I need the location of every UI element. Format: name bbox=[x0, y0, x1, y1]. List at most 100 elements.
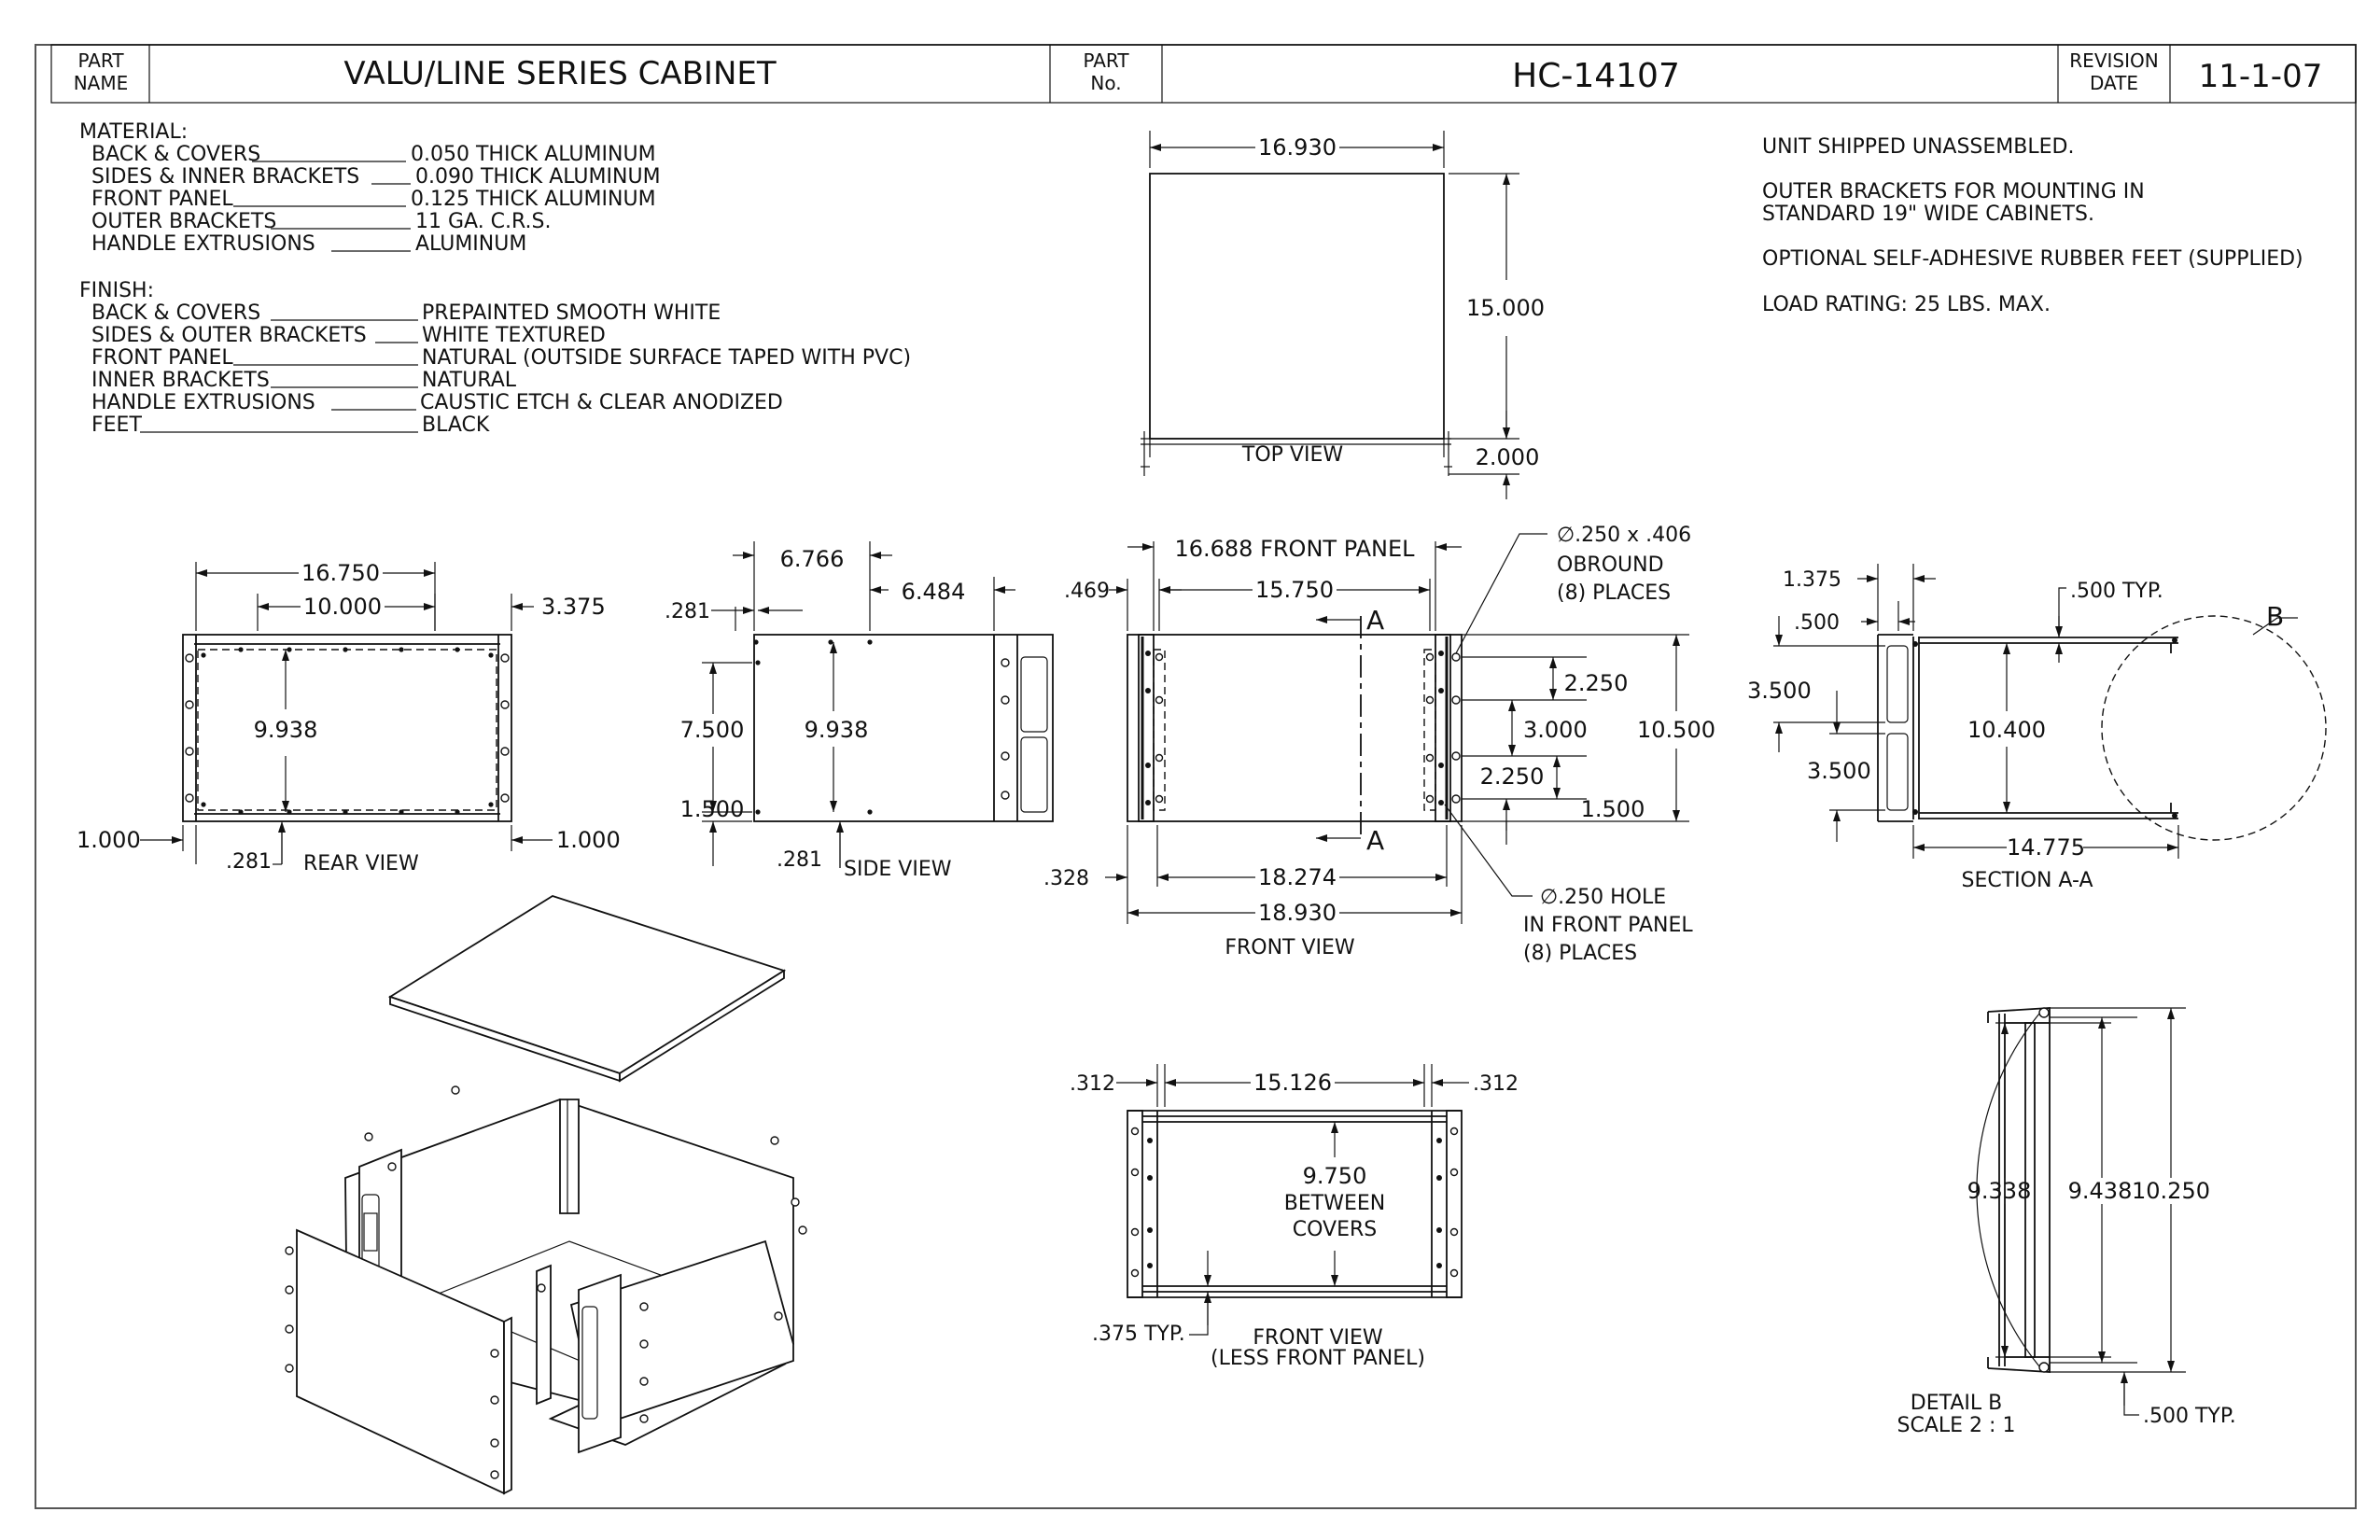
dim-less-left: .312 bbox=[1070, 1072, 1115, 1096]
inner-bracket-left bbox=[536, 1264, 552, 1406]
dim-rear-left-edge: 1.000 bbox=[77, 827, 141, 853]
dim-section-top-350: 3.500 bbox=[1747, 678, 1812, 704]
revision-label-2: DATE bbox=[2090, 72, 2138, 94]
finish-item: INNER BRACKETS bbox=[91, 369, 270, 392]
dim-side-d1: 6.766 bbox=[780, 546, 845, 572]
dim-top-width: 16.930 bbox=[1258, 134, 1337, 161]
dim-detail-10250: 10.250 bbox=[2132, 1178, 2210, 1204]
exploded-isometric-view bbox=[285, 895, 807, 1495]
dim-side-inset: .281 bbox=[777, 848, 822, 872]
part-name: VALU/LINE SERIES CABINET bbox=[343, 55, 776, 92]
section-mark-top: A bbox=[1366, 605, 1384, 636]
dim-side-d2: 6.484 bbox=[902, 579, 966, 605]
note-line: OUTER BRACKETS FOR MOUNTING IN bbox=[1762, 180, 2145, 203]
inner-bracket-right bbox=[578, 1273, 622, 1454]
material-item: FRONT PANEL bbox=[91, 188, 233, 211]
note-line: LOAD RATING: 25 LBS. MAX. bbox=[1762, 293, 2051, 316]
finish-item: SIDES & OUTER BRACKETS bbox=[91, 324, 367, 347]
dim-rear-overall: 16.750 bbox=[301, 560, 380, 586]
revision-date: 11-1-07 bbox=[2199, 58, 2323, 95]
dim-less-span: 15.126 bbox=[1253, 1070, 1332, 1096]
note-obround-2: OBROUND bbox=[1557, 553, 1664, 577]
finish-heading: FINISH: bbox=[79, 279, 154, 302]
detail-b-label-2: SCALE 2 : 1 bbox=[1897, 1414, 2016, 1437]
dim-detail-9438: 9.438 bbox=[2068, 1178, 2133, 1204]
dim-front-overall: 18.930 bbox=[1258, 900, 1337, 926]
detail-b-label-1: DETAIL B bbox=[1911, 1392, 2002, 1415]
note-hole-1: ∅.250 HOLE bbox=[1540, 886, 1666, 909]
dim-section-1375: 1.375 bbox=[1783, 568, 1841, 592]
part-no-label-2: No. bbox=[1090, 72, 1121, 94]
note-line: UNIT SHIPPED UNASSEMBLED. bbox=[1762, 135, 2074, 159]
dim-front-left-off: .469 bbox=[1064, 580, 1110, 603]
dim-section-500: .500 bbox=[1794, 611, 1840, 635]
material-value: 0.050 THICK ALUMINUM bbox=[411, 143, 656, 166]
finish-item: FRONT PANEL bbox=[91, 346, 233, 370]
part-name-label-2: NAME bbox=[74, 72, 129, 94]
dim-less-between-3: COVERS bbox=[1293, 1218, 1378, 1241]
dim-section-height: 10.400 bbox=[1967, 717, 2046, 743]
material-value: 11 GA. C.R.S. bbox=[415, 210, 552, 233]
note-hole-2: IN FRONT PANEL bbox=[1523, 914, 1693, 937]
material-value: 0.090 THICK ALUMINUM bbox=[415, 165, 661, 189]
finish-value: NATURAL bbox=[422, 369, 517, 392]
finish-value: WHITE TEXTURED bbox=[422, 324, 606, 347]
dim-side-h2: 9.938 bbox=[805, 717, 869, 743]
dim-front-height: 10.500 bbox=[1637, 717, 1715, 743]
finish-item: FEET bbox=[91, 413, 142, 437]
side-view-label: SIDE VIEW bbox=[844, 858, 952, 881]
dim-front-holes: 15.750 bbox=[1255, 577, 1334, 603]
front-view-label: FRONT VIEW bbox=[1225, 936, 1355, 959]
dim-less-between-2: BETWEEN bbox=[1284, 1192, 1385, 1215]
part-number: HC-14107 bbox=[1512, 57, 1680, 95]
note-hole-3: (8) PLACES bbox=[1523, 942, 1637, 965]
finish-item: BACK & COVERS bbox=[91, 301, 260, 325]
front-view: A A 16.688 FRONT PANEL 15.750 .469 ∅.250… bbox=[1043, 524, 1715, 965]
dim-less-typ: .375 TYP. bbox=[1092, 1323, 1185, 1346]
material-heading: MATERIAL: bbox=[79, 120, 188, 144]
dim-rear-right-edge: 1.000 bbox=[556, 827, 621, 853]
finish-value: CAUSTIC ETCH & CLEAR ANODIZED bbox=[420, 391, 783, 414]
note-obround-3: (8) PLACES bbox=[1557, 581, 1671, 605]
notes: UNIT SHIPPED UNASSEMBLED. OUTER BRACKETS… bbox=[1762, 135, 2303, 316]
rear-view-label: REAR VIEW bbox=[303, 852, 419, 875]
dim-top-handle: 2.000 bbox=[1476, 444, 1540, 470]
note-line: OPTIONAL SELF-ADHESIVE RUBBER FEET (SUPP… bbox=[1762, 247, 2303, 271]
dim-rear-height: 9.938 bbox=[254, 717, 318, 743]
note-line: STANDARD 19" WIDE CABINETS. bbox=[1762, 203, 2094, 226]
dim-front-2250b: 2.250 bbox=[1480, 763, 1545, 790]
dim-detail-typ: .500 TYP. bbox=[2143, 1405, 2236, 1428]
dim-side-bottom: 1.500 bbox=[680, 796, 745, 822]
top-cover bbox=[387, 895, 787, 1074]
part-name-label: PART bbox=[77, 49, 124, 72]
finish-item: HANDLE EXTRUSIONS bbox=[91, 391, 315, 414]
section-mark-bottom: A bbox=[1366, 825, 1384, 856]
dim-detail-9338: 9.338 bbox=[1967, 1178, 2032, 1204]
material-value: 0.125 THICK ALUMINUM bbox=[411, 188, 656, 211]
detail-b-view: 9.338 9.438 10.250 .500 TYP. DETAIL B SC… bbox=[1897, 1007, 2236, 1437]
dim-section-depth: 14.775 bbox=[2007, 834, 2085, 861]
material-item: BACK & COVERS bbox=[91, 143, 260, 166]
dim-less-between-1: 9.750 bbox=[1303, 1163, 1367, 1189]
title-block: PART NAME VALU/LINE SERIES CABINET PART … bbox=[50, 44, 2357, 104]
dim-side-h1: 7.500 bbox=[680, 717, 745, 743]
note-obround-1: ∅.250 x .406 bbox=[1557, 524, 1691, 547]
dim-rear-right: 3.375 bbox=[541, 594, 606, 620]
material-item: OUTER BRACKETS bbox=[91, 210, 276, 233]
dim-less-right: .312 bbox=[1473, 1072, 1519, 1096]
dim-front-2250a: 2.250 bbox=[1564, 670, 1629, 696]
less-view-label-2: (LESS FRONT PANEL) bbox=[1211, 1347, 1425, 1370]
top-view: 16.930 15.000 2.000 TOP VIEW bbox=[1141, 131, 1545, 499]
detail-b-callout: B bbox=[2266, 601, 2284, 632]
rear-view: 16.750 10.000 3.375 9.938 1.000 1.000 .2… bbox=[77, 560, 621, 875]
section-aa-label: SECTION A-A bbox=[1962, 869, 2093, 892]
dim-section-bot-350: 3.500 bbox=[1807, 758, 1871, 784]
dim-side-left: .281 bbox=[665, 600, 710, 623]
dim-front-panel: 16.688 FRONT PANEL bbox=[1174, 536, 1415, 562]
dim-rear-holes: 10.000 bbox=[303, 594, 382, 620]
dim-front-inner: 18.274 bbox=[1258, 864, 1337, 890]
material-item: SIDES & INNER BRACKETS bbox=[91, 165, 359, 189]
section-aa-view: B 1.375 .500 .500 TYP. 3.500 3.500 10.40… bbox=[1747, 564, 2327, 892]
dim-front-1500: 1.500 bbox=[1581, 796, 1645, 822]
